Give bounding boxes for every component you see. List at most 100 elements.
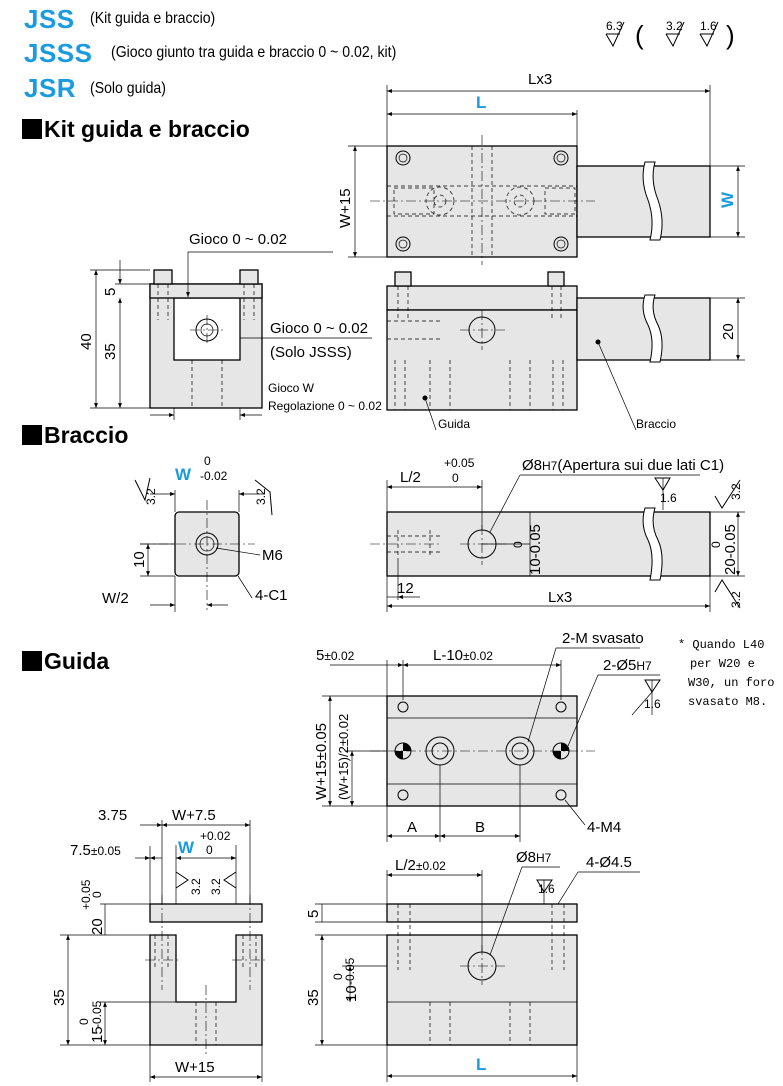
section-title-kit-text: Kit guida e braccio bbox=[44, 116, 250, 142]
guide-w-tol-low: 0 bbox=[206, 843, 213, 857]
arm-10-tol: 10-0.05 bbox=[527, 524, 544, 575]
label-only-jsss: (Solo JSSS) bbox=[270, 344, 352, 361]
label-gap-w: Gioco W bbox=[268, 381, 315, 395]
label-guida: Guida bbox=[438, 417, 470, 431]
guide-w-tol-up: +0.02 bbox=[200, 829, 231, 843]
kit-35-label: 35 bbox=[102, 343, 119, 360]
arm-rough-right: 3.2 bbox=[254, 488, 268, 505]
roughness-check-icon bbox=[605, 21, 625, 48]
guide-u-body bbox=[149, 934, 263, 1046]
guide-l-label: L bbox=[476, 1055, 486, 1074]
section-marker bbox=[22, 425, 42, 445]
label-gap-side: Gioco 0 ~ 0.02 bbox=[270, 320, 368, 337]
arm-rough-bottom: 3.2 bbox=[729, 591, 743, 608]
guide-l10-label: L-10±0.02 bbox=[433, 647, 493, 664]
arm-l2-tol-up: +0.05 bbox=[444, 456, 475, 470]
kit-5-label: 5 bbox=[102, 288, 119, 296]
roughness-other-2: 1.6 bbox=[700, 19, 717, 33]
roughness-symbols: 6.3 ( 3.2 1.6 ) bbox=[605, 19, 735, 50]
label-adjust: Regolazione 0 ~ 0.02 bbox=[268, 399, 382, 413]
guide-note-1: * Quando L40 bbox=[678, 638, 764, 652]
kit-front-view bbox=[386, 271, 711, 411]
section-title-guide-text: Guida bbox=[44, 648, 110, 674]
arm-side-view bbox=[140, 500, 255, 610]
guide-m4-label: 4-M4 bbox=[587, 819, 621, 836]
roughness-check-icon bbox=[665, 21, 685, 48]
guide-35-label: 35 bbox=[51, 989, 68, 1006]
guide-20-tol-up: +0.05 bbox=[79, 879, 93, 910]
guide-10-tol-up: 0 bbox=[331, 973, 345, 980]
guide-375-label: 3.75 bbox=[98, 807, 127, 824]
guide-cap-side bbox=[149, 903, 263, 923]
arm-hole-label: Ø8H7(Apertura sui due lati C1) bbox=[522, 457, 724, 474]
guide-75-label: 7.5±0.05 bbox=[70, 842, 121, 859]
kit-l-label: L bbox=[476, 93, 486, 112]
break-mark bbox=[642, 161, 663, 241]
arm-rough-top: 3.2 bbox=[729, 483, 743, 500]
arm-20-tol-up: 0 bbox=[709, 541, 723, 548]
arm-w-label: W bbox=[175, 465, 192, 484]
guide-w15-label: W+15 bbox=[175, 1059, 215, 1076]
arm-l2-tol-low: 0 bbox=[452, 471, 459, 485]
guide-5b-label: 5 bbox=[305, 910, 322, 918]
arm-10-tol-up: 0 bbox=[511, 541, 525, 548]
arm-w-tol-low: -0.02 bbox=[200, 469, 228, 483]
break-mark bbox=[642, 507, 663, 581]
roughness-main: 6.3 bbox=[606, 19, 623, 33]
roughness-check-icon bbox=[699, 21, 719, 48]
section-marker bbox=[22, 119, 42, 139]
guide-l2-label: L/2±0.02 bbox=[395, 857, 446, 874]
guide-top-view bbox=[370, 695, 595, 807]
guide-a-label: A bbox=[407, 819, 417, 836]
guide-20-label: 20 bbox=[89, 918, 106, 935]
section-title-guide: Guida bbox=[22, 648, 109, 675]
section-title-arm: Braccio bbox=[22, 422, 128, 449]
kit-lx3-label: Lx3 bbox=[528, 71, 552, 88]
roughness-other-1: 3.2 bbox=[666, 19, 683, 33]
guide-rough-16: 1.6 bbox=[644, 697, 661, 711]
guide-20-tol-low: 0 bbox=[90, 891, 104, 898]
section-marker bbox=[22, 651, 42, 671]
kit-w15-label: W+15 bbox=[337, 188, 354, 228]
arm-m6-label: M6 bbox=[262, 547, 283, 564]
kit-top-view bbox=[370, 135, 711, 265]
guide-csk-label: 2-M svasato bbox=[562, 630, 644, 647]
arm-20-tol: 20-0.05 bbox=[722, 524, 739, 575]
guide-15-label: 15 bbox=[89, 1026, 106, 1043]
label-braccio: Braccio bbox=[636, 417, 676, 431]
guide-b-label: B bbox=[475, 819, 485, 836]
guide-d8-label: Ø8H7 bbox=[516, 849, 552, 866]
guide-holes-label: 4-Ø4.5 bbox=[586, 854, 632, 871]
kit-40-label: 40 bbox=[78, 333, 95, 350]
arm-top-plate bbox=[386, 285, 578, 311]
desc-jss: (Kit guida e braccio) bbox=[90, 10, 216, 27]
kit-20-label: 20 bbox=[720, 323, 737, 340]
guide-w15-half: (W+15)/2±0.02 bbox=[336, 714, 351, 800]
arm-rough-left: 3.2 bbox=[144, 488, 158, 505]
guide-15-tol-low: -0.05 bbox=[90, 1000, 104, 1028]
arm-10-label: 10 bbox=[131, 551, 148, 568]
arm-l2-label: L/2 bbox=[400, 469, 421, 486]
arm-front-view bbox=[370, 507, 711, 581]
guide-w75-label: W+7.5 bbox=[172, 807, 216, 824]
kit-side-view bbox=[149, 269, 263, 409]
kit-w-label: W bbox=[718, 191, 737, 208]
section-title-kit: Kit guida e braccio bbox=[22, 116, 250, 143]
guide-10-tol-low: -0.05 bbox=[343, 957, 357, 985]
guide-5-label: 5±0.02 bbox=[316, 647, 355, 664]
guide-note-2: per W20 e bbox=[690, 657, 755, 671]
desc-jsss: (Gioco giunto tra guida e braccio 0 ~ 0.… bbox=[111, 44, 397, 61]
arm-12-label: 12 bbox=[397, 580, 414, 597]
break-mark bbox=[642, 294, 663, 363]
guide-pin-label: 2-Ø5H7 bbox=[603, 657, 652, 674]
guide-rough-16b: 1.6 bbox=[538, 882, 555, 896]
arm-chamfer-label: 4-C1 bbox=[255, 587, 288, 604]
paren-open: ( bbox=[635, 20, 644, 50]
guide-block-front bbox=[386, 309, 578, 411]
code-jsr: JSR bbox=[24, 73, 77, 103]
guide-w15-tol: W+15±0.05 bbox=[313, 723, 330, 800]
guide-15-tol-up: 0 bbox=[77, 1018, 91, 1025]
guide-rough-right: 3.2 bbox=[209, 878, 223, 895]
